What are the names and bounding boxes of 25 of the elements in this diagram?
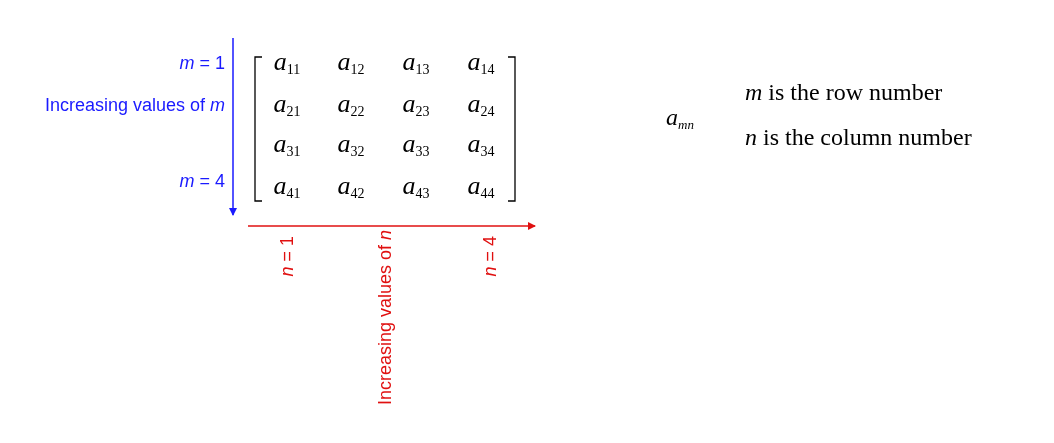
index-label: n = 1 — [278, 236, 296, 277]
index-label: n = 4 — [481, 236, 499, 277]
matrix-element: a$_{44}$ — [467, 173, 495, 201]
note-text: m is the row number — [745, 80, 943, 104]
matrix-element: a$_{32}$ — [337, 131, 365, 159]
note-text: n is the column number — [745, 125, 972, 149]
matrix-element: a$_{mn}$ — [666, 105, 694, 131]
matrix-element: a$_{11}$ — [273, 49, 301, 77]
matrix-element: a$_{31}$ — [273, 131, 301, 159]
matrix-element: a$_{23}$ — [402, 91, 430, 119]
matrix-element: a$_{41}$ — [273, 173, 301, 201]
index-label: m = 1 — [179, 54, 225, 72]
matrix-element: a$_{21}$ — [273, 91, 301, 119]
matrix-element: a$_{14}$ — [467, 49, 495, 77]
matrix-element: a$_{42}$ — [337, 173, 365, 201]
index-label: m = 4 — [179, 172, 225, 190]
axis-label: Increasing values of n — [376, 230, 394, 406]
matrix-element: a$_{12}$ — [337, 49, 365, 77]
matrix-element: a$_{24}$ — [467, 91, 495, 119]
matrix-element: a$_{34}$ — [467, 131, 495, 159]
matrix-element: a$_{13}$ — [402, 49, 430, 77]
matrix-element: a$_{22}$ — [337, 91, 365, 119]
axis-label: Increasing values of m — [44, 96, 225, 114]
matrix-element: a$_{33}$ — [402, 131, 430, 159]
matrix-element: a$_{43}$ — [402, 173, 430, 201]
